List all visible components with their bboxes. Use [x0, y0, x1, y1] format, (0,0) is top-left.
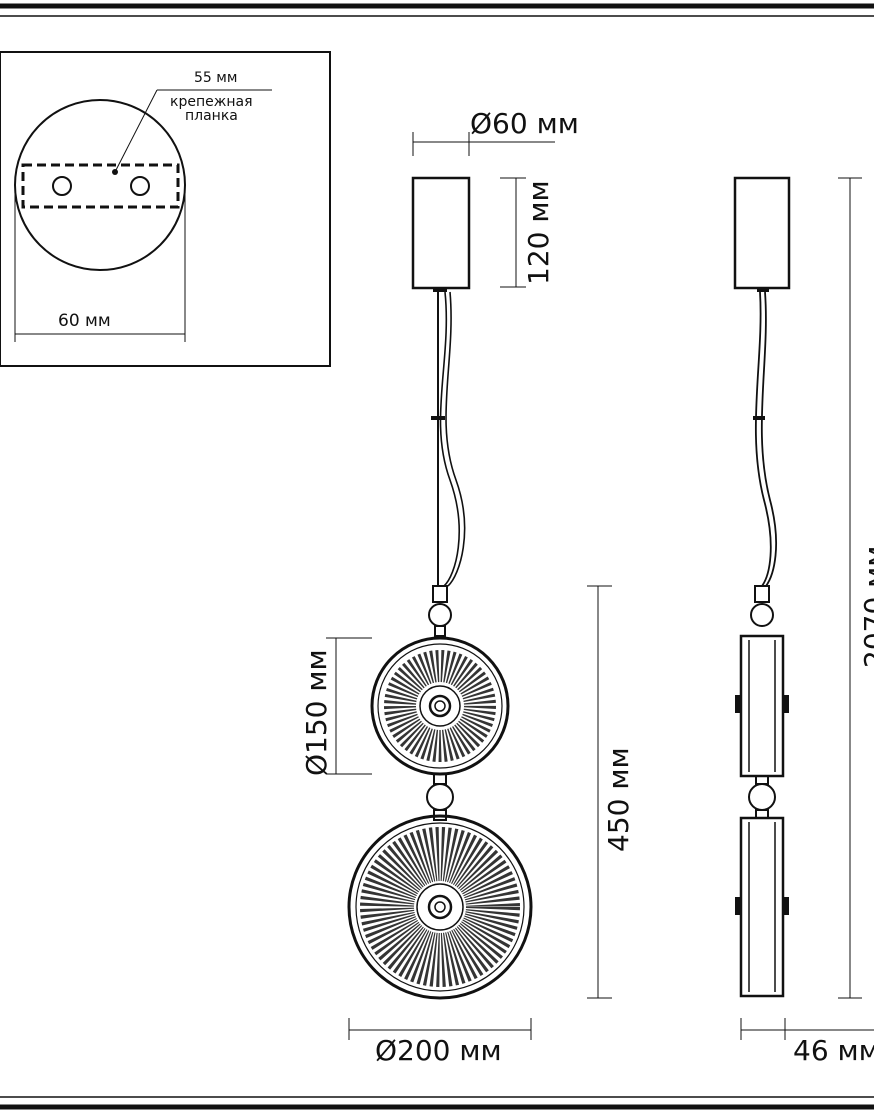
- bracket-width-label: 55 мм: [194, 70, 237, 86]
- canopy: [411, 176, 471, 290]
- side-small-disc: [739, 634, 785, 778]
- front-view: Ø60 мм 120 мм: [300, 107, 635, 1067]
- mount-plate-detail: 55 мм крепежная планка 60 мм: [0, 51, 331, 367]
- total-height-label: 2070 мм: [858, 546, 874, 668]
- bracket-label-line1: крепежная: [170, 94, 253, 110]
- side-canopy: [733, 176, 791, 290]
- bracket-label-line2: планка: [185, 108, 238, 124]
- mounting-bracket: [21, 163, 180, 209]
- small-disc: [370, 636, 510, 776]
- canopy-height-label: 120 мм: [522, 180, 555, 285]
- side-view: 2070 мм 46 мм: [733, 176, 874, 1067]
- mount-plate-circle: [14, 99, 186, 271]
- canopy-diameter-label: Ø60 мм: [470, 107, 579, 140]
- depth-label: 46 мм: [793, 1034, 874, 1067]
- small-disc-diameter-label: Ø150 мм: [300, 649, 333, 776]
- bracket-hole-right: [130, 176, 150, 196]
- plate-diameter-label: 60 мм: [58, 311, 111, 331]
- side-large-disc: [739, 816, 785, 998]
- pendant-height-label: 450 мм: [602, 747, 635, 852]
- bracket-hole-left: [52, 176, 72, 196]
- page-frame: [0, 3, 874, 1110]
- large-disc: [347, 814, 533, 1000]
- large-disc-diameter-label: Ø200 мм: [375, 1034, 502, 1067]
